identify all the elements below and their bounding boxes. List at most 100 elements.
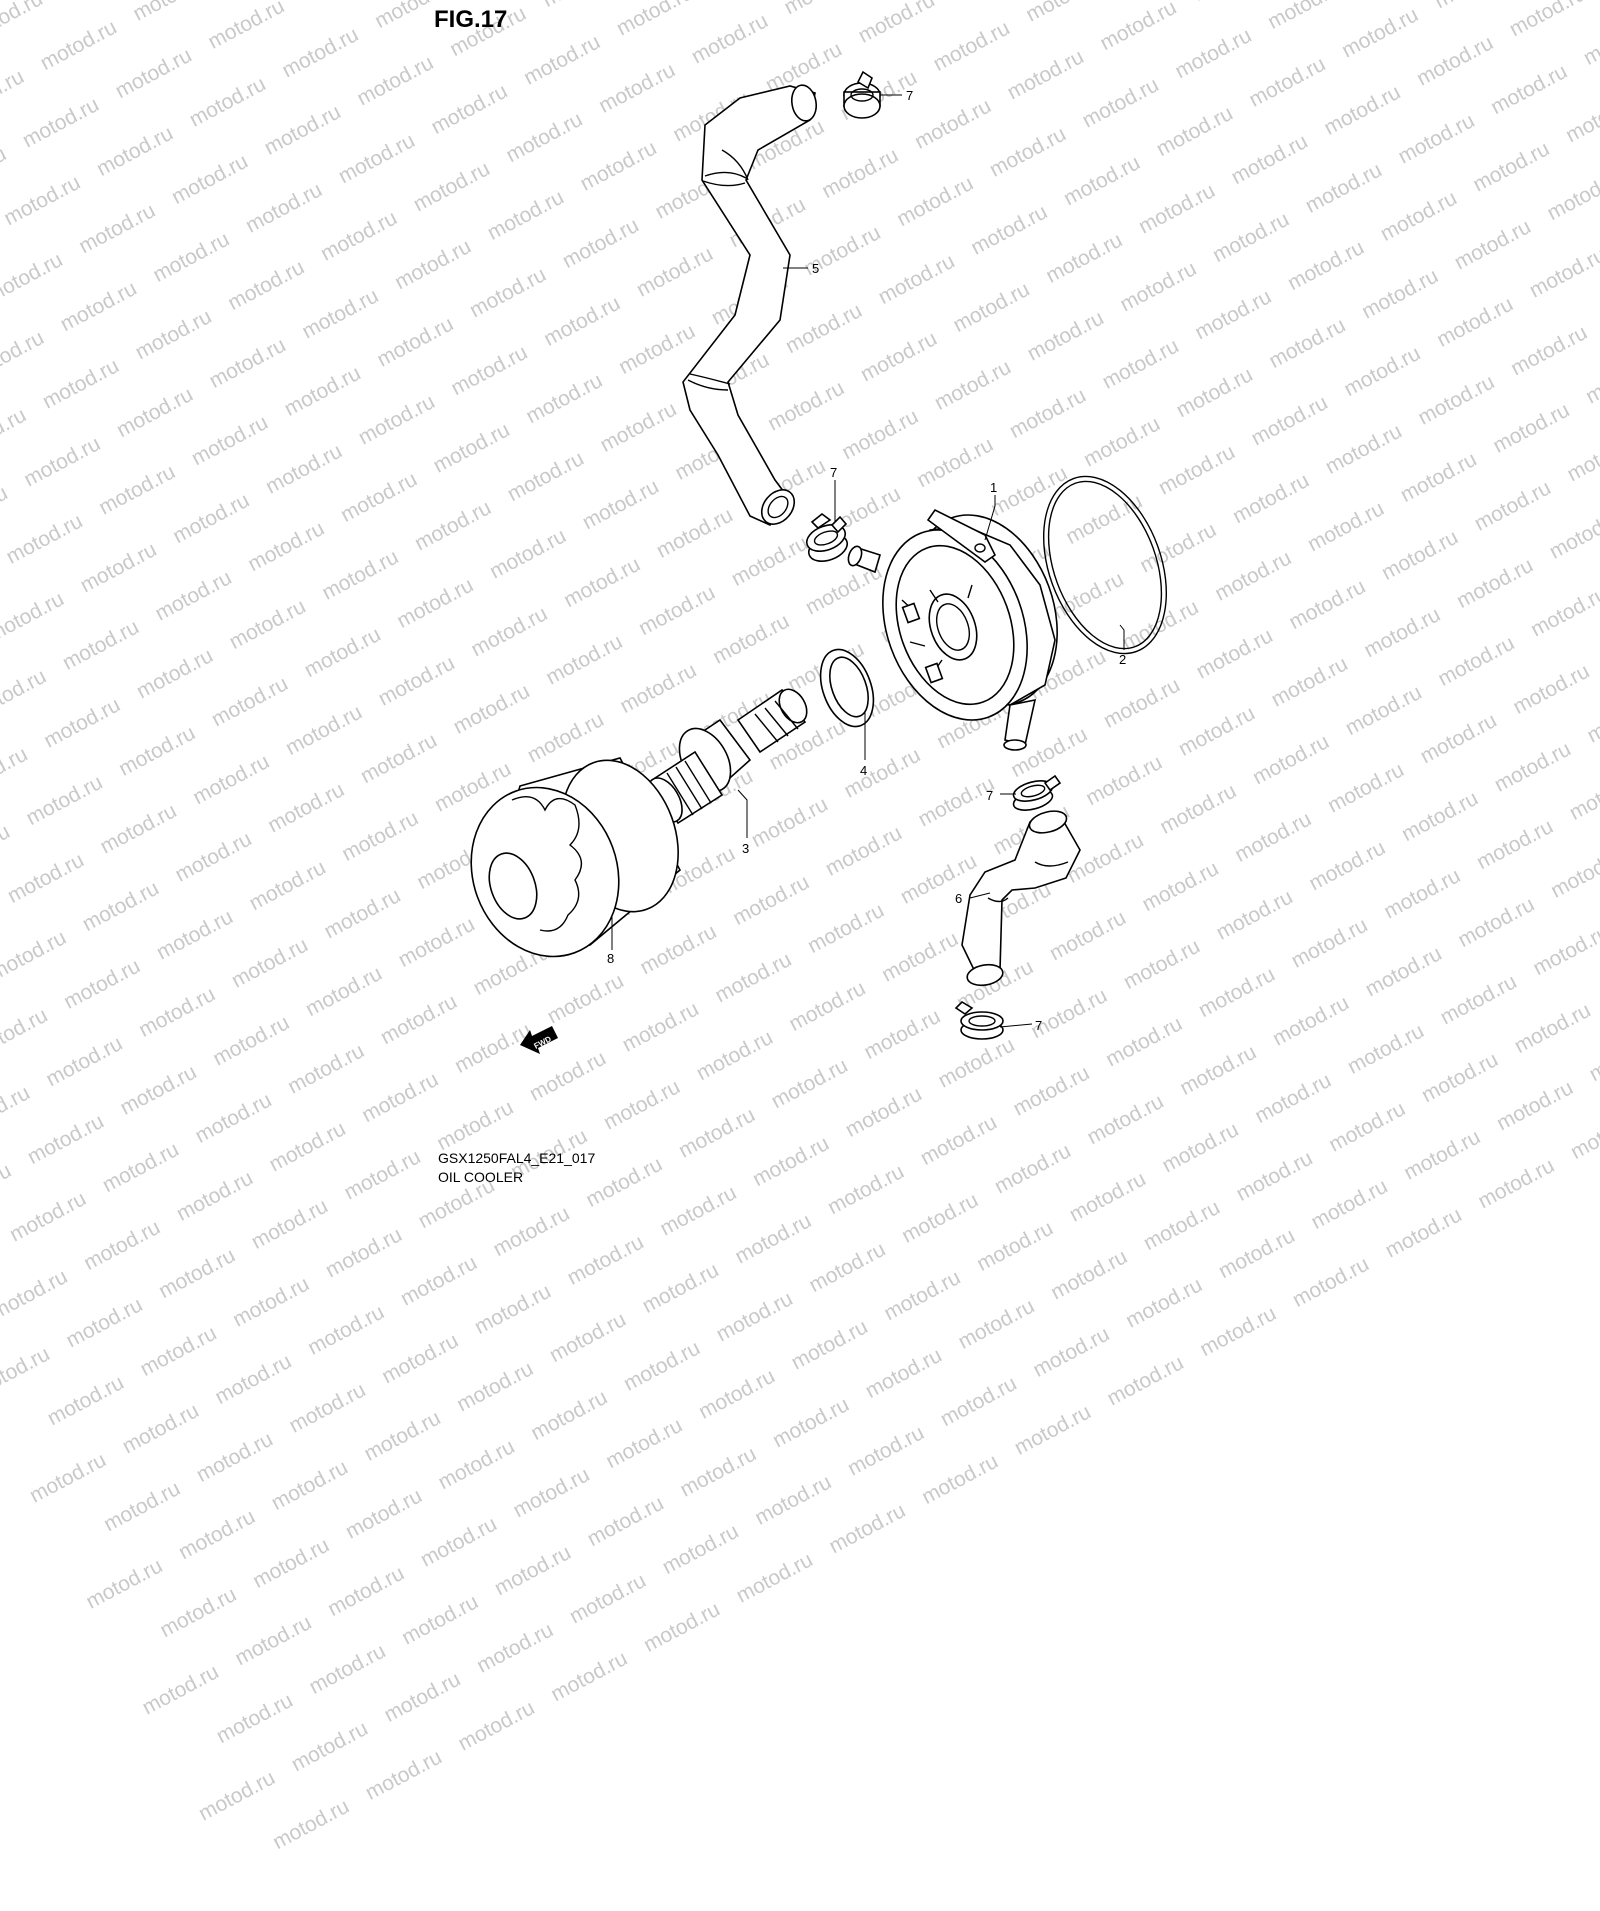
watermark-text: motod.ru [119, 1399, 203, 1459]
callout-1: 1 [990, 480, 997, 495]
watermark-text: motod.ru [362, 1745, 446, 1805]
watermark-text: motod.ru [397, 1251, 481, 1311]
watermark-text: motod.ru [100, 1477, 184, 1537]
callout-8: 8 [607, 951, 614, 966]
callout-5: 5 [812, 261, 819, 276]
watermark-text: motod.ru [527, 1386, 611, 1446]
watermark-text: motod.ru [288, 1717, 372, 1777]
figure-title: FIG.17 [434, 6, 507, 34]
watermark-text: motod.ru [489, 1202, 573, 1262]
callout-7-top: 7 [906, 88, 913, 103]
figure-name: OIL COOLER [438, 1169, 523, 1185]
watermark-text: motod.ru [676, 1442, 760, 1502]
watermark-text: motod.ru [248, 1195, 332, 1255]
part-hose-upper[interactable] [683, 83, 819, 530]
watermark-text: motod.ru [1011, 1400, 1095, 1460]
watermark-text: motod.ru [584, 1492, 668, 1552]
watermark-text: motod.ru [1382, 1203, 1466, 1263]
watermark-text: motod.ru [547, 1647, 631, 1707]
part-clamp-top[interactable] [844, 72, 880, 118]
watermark-text: motod.ru [156, 1583, 240, 1643]
watermark-text: motod.ru [342, 1484, 426, 1544]
watermark-text: motod.ru [788, 1315, 872, 1375]
callout-4: 4 [860, 763, 867, 778]
watermark-text: motod.ru [564, 1230, 648, 1290]
watermark-text: motod.ru [26, 1448, 110, 1508]
part-oil-cooler[interactable] [846, 495, 1082, 750]
callout-2: 2 [1119, 652, 1126, 667]
watermark-text: motod.ru [175, 1505, 259, 1565]
watermark-text: motod.ru [844, 1421, 928, 1481]
watermark-text: motod.ru [269, 1795, 353, 1855]
watermark-text: motod.ru [80, 1216, 164, 1276]
watermark-text: motod.ru [862, 1344, 946, 1404]
watermark-text: motod.ru [491, 1541, 575, 1601]
watermark-text: motod.ru [713, 1287, 797, 1347]
watermark-text: motod.ru [546, 1308, 630, 1368]
watermark-text: motod.ru [213, 1689, 297, 1749]
watermark-text: motod.ru [1196, 1302, 1280, 1362]
watermark-text: motod.ru [639, 1259, 723, 1319]
part-clamp-middle[interactable] [803, 514, 851, 566]
watermark-text: motod.ru [566, 1569, 650, 1629]
watermark-text: motod.ru [454, 1696, 538, 1756]
watermark-text: motod.ru [195, 1766, 279, 1826]
watermark-text: motod.ru [62, 1293, 146, 1353]
watermark-text: motod.ru [155, 1244, 239, 1304]
watermark-text: motod.ru [378, 1329, 462, 1389]
watermark-text: motod.ru [417, 1512, 501, 1572]
watermark-text: motod.ru [973, 1217, 1057, 1277]
watermark-text: motod.ru [434, 1435, 518, 1495]
part-clamp-lower[interactable] [1011, 776, 1060, 814]
watermark-text: motod.ru [1103, 1351, 1187, 1411]
callout-6: 6 [955, 891, 962, 906]
watermark-text: motod.ru [1029, 1323, 1113, 1383]
watermark-text: motod.ru [509, 1463, 593, 1523]
watermark-text: motod.ru [231, 1611, 315, 1671]
part-clamp-bottom[interactable] [956, 1002, 1003, 1039]
watermark-text: motod.ru [324, 1562, 408, 1622]
watermark-text: motod.ru [695, 1364, 779, 1424]
watermark-text: motod.ru [658, 1520, 742, 1580]
callout-7-lower: 7 [986, 788, 993, 803]
figure-code: GSX1250FAL4_E21_017 [438, 1150, 595, 1166]
watermark-text: motod.ru [954, 1294, 1038, 1354]
part-hose-lower[interactable] [962, 807, 1080, 988]
watermark-text: motod.ru [825, 1499, 909, 1559]
fwd-arrow: FWD [520, 1026, 558, 1054]
watermark-text: motod.ru [620, 1336, 704, 1396]
watermark-text: motod.ru [805, 1238, 889, 1298]
watermark-text: motod.ru [769, 1393, 853, 1453]
watermark-text: motod.ru [918, 1450, 1002, 1510]
watermark-text: motod.ru [1215, 1224, 1299, 1284]
watermark-text: motod.ru [249, 1534, 333, 1594]
callout-7-middle: 7 [830, 465, 837, 480]
watermark-text: motod.ru [322, 1223, 406, 1283]
watermark-text: motod.ru [640, 1598, 724, 1658]
watermark-text: motod.ru [1289, 1253, 1373, 1313]
watermark-text: motod.ru [0, 1342, 54, 1402]
watermark-text: motod.ru [751, 1470, 835, 1530]
watermark-text: motod.ru [880, 1266, 964, 1326]
callout-3: 3 [742, 841, 749, 856]
watermark-text: motod.ru [937, 1372, 1021, 1432]
part-washer[interactable] [811, 642, 883, 734]
watermark-text: motod.ru [733, 1548, 817, 1608]
watermark-text: motod.ru [1140, 1196, 1224, 1256]
watermark-text: motod.ru [1047, 1245, 1131, 1305]
watermark-text: motod.ru [211, 1350, 295, 1410]
watermark-text: motod.ru [305, 1640, 389, 1700]
watermark-text: motod.ru [473, 1618, 557, 1678]
watermark-text: motod.ru [136, 1322, 220, 1382]
watermark-text: motod.ru [380, 1668, 464, 1728]
watermark-text: motod.ru [602, 1414, 686, 1474]
watermark-text: motod.ru [44, 1371, 128, 1431]
watermark-text: motod.ru [731, 1209, 815, 1269]
watermark-text: motod.ru [398, 1590, 482, 1650]
watermark-text: motod.ru [360, 1406, 444, 1466]
watermark-text: motod.ru [82, 1554, 166, 1614]
watermark-text: motod.ru [285, 1378, 369, 1438]
watermark-text: motod.ru [1122, 1273, 1206, 1333]
callout-7-bottom: 7 [1035, 1018, 1042, 1033]
watermark-text: motod.ru [139, 1660, 223, 1720]
